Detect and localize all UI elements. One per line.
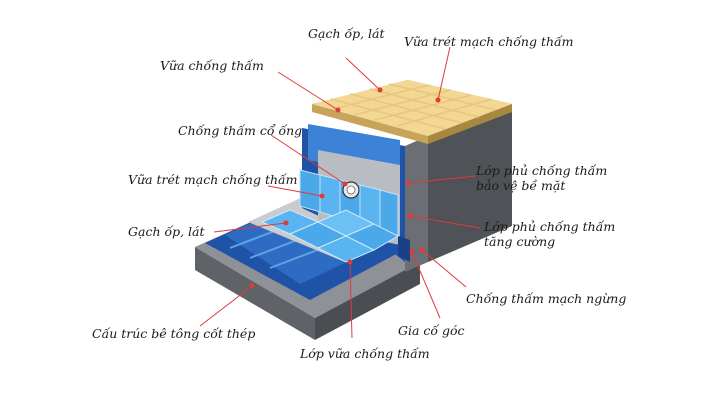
top-tiles [312, 80, 512, 136]
label-rc-structure: Cấu trúc bê tông cốt thép [92, 326, 256, 341]
label-coat-reinforce-line1: Lớp phủ chống thấm [484, 219, 616, 234]
label-tile-top: Gạch ốp, lát [308, 26, 385, 41]
label-coat-protect-line2: bảo vệ bề mặt [476, 178, 566, 193]
label-grout-left: Vữa trét mạch chống thấm [128, 172, 298, 187]
label-tile-left: Gạch ốp, lát [128, 224, 205, 239]
label-corner-fillet: Gia cố góc [398, 323, 465, 338]
leader-lines [199, 46, 481, 339]
label-pipe-collar: Chống thấm cổ ống [178, 123, 303, 138]
label-wp-mortar-layer: Lớp vữa chống thấm [300, 346, 430, 361]
concrete-floor-front [195, 247, 315, 340]
concrete-wall-face [405, 136, 428, 272]
floor-tiles [260, 209, 400, 263]
label-mortar-waterproof: Vữa chống thấm [160, 58, 264, 73]
leader-dots [249, 87, 441, 289]
label-coat-reinforce: Lớp phủ chống thấm tăng cường [484, 219, 615, 249]
corner-fillet [398, 236, 410, 262]
label-joint-waterproof: Chống thấm mạch ngừng [466, 291, 627, 306]
label-coat-protect: Lớp phủ chống thấm bảo vệ bề mặt [476, 163, 607, 193]
label-grout-top: Vữa trét mạch chống thấm [404, 34, 574, 49]
top-deck-side [312, 104, 428, 144]
label-coat-reinforce-line2: tăng cường [484, 234, 556, 249]
concrete-floor-side [315, 262, 420, 340]
wall-tiles [299, 169, 399, 237]
label-coat-protect-line1: Lớp phủ chống thấm [476, 163, 608, 178]
top-deck-front [428, 104, 512, 144]
